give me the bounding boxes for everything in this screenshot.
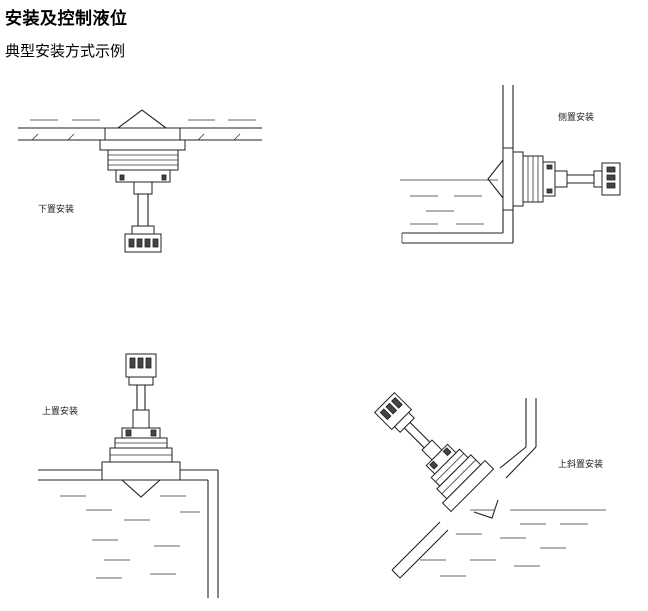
page-subtitle: 典型安装方式示例 xyxy=(5,42,126,60)
slanted-mount-label: 上斜置安装 xyxy=(558,458,603,470)
slanted-mount-diagram: 上斜置安装 xyxy=(373,391,606,579)
bottom-mount-label: 下置安装 xyxy=(38,203,74,215)
bottom-mount-diagram: 下置安装 xyxy=(18,109,262,253)
page-title: 安装及控制液位 xyxy=(5,9,128,29)
top-mount-diagram: 上置安装 xyxy=(38,353,219,598)
side-mount-label: 侧置安装 xyxy=(558,111,594,123)
side-mount-diagram: 侧置安装 xyxy=(400,85,621,244)
top-mount-label: 上置安装 xyxy=(42,405,78,417)
